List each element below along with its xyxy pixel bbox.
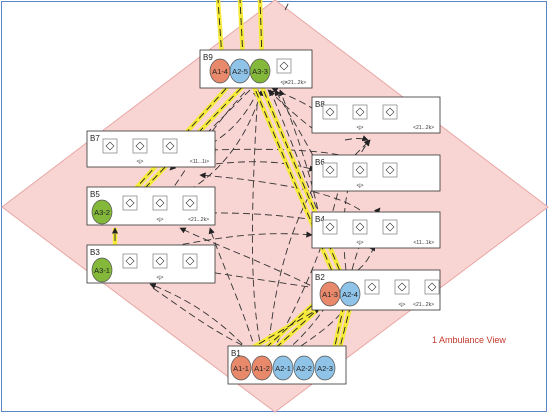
node-label: B2 xyxy=(315,273,325,282)
transition-icon[interactable] xyxy=(322,104,338,120)
transition-icon[interactable] xyxy=(382,104,398,120)
capacity-label: <21...2k> xyxy=(285,80,306,86)
transition-icon[interactable] xyxy=(132,138,148,154)
node-b4[interactable]: B4 <j> <11...1k> xyxy=(311,211,441,249)
ambulance-token xyxy=(293,355,315,381)
transition-icon[interactable] xyxy=(424,279,440,295)
capacity-label: <21...2k> xyxy=(413,125,434,131)
node-label: B4 xyxy=(315,215,325,224)
ambulance-token xyxy=(249,58,271,84)
ambulance-label: A3-3 xyxy=(252,67,268,76)
transition-label: <j> xyxy=(157,275,164,281)
transition-label: <j> xyxy=(357,125,364,131)
ambulance-token xyxy=(339,281,361,307)
ambulance-token xyxy=(314,355,336,381)
node-label: B8 xyxy=(315,100,325,109)
ambulance-a3-1[interactable]: A3-1 xyxy=(91,257,113,283)
transition-icon[interactable] xyxy=(352,162,368,178)
ambulance-label: A3-1 xyxy=(94,266,110,275)
node-b6[interactable]: B6 <j> xyxy=(311,154,441,192)
ambulance-a1-2[interactable]: A1-2 xyxy=(251,355,273,381)
ambulance-label: A3-2 xyxy=(94,208,110,217)
capacity-label: <21...2k> xyxy=(413,302,434,308)
transition-icon[interactable] xyxy=(364,279,380,295)
transition-label: <j> xyxy=(399,302,406,308)
transition-icon[interactable] xyxy=(322,162,338,178)
view-label: 1 Ambulance View xyxy=(432,335,506,345)
transition-icon[interactable] xyxy=(352,219,368,235)
ambulance-label: A1-1 xyxy=(233,364,249,373)
transition-icon[interactable] xyxy=(152,195,168,211)
ambulance-a2-1[interactable]: A2-1 xyxy=(272,355,294,381)
ambulance-label: A2-2 xyxy=(296,364,312,373)
node-label: B7 xyxy=(90,134,100,143)
transition-label: <j> xyxy=(357,240,364,246)
transition-label: <j> xyxy=(137,159,144,165)
transition-icon[interactable] xyxy=(322,219,338,235)
ambulance-a1-1[interactable]: A1-1 xyxy=(230,355,252,381)
ambulance-a2-4[interactable]: A2-4 xyxy=(339,281,361,307)
ambulance-a3-2[interactable]: A3-2 xyxy=(91,199,113,225)
node-label: B6 xyxy=(315,158,325,167)
ambulance-token xyxy=(91,257,113,283)
node-b8[interactable]: B8 <j> <21...2k> xyxy=(311,96,441,134)
ambulance-token xyxy=(230,355,252,381)
ambulance-label: A1-4 xyxy=(212,67,228,76)
ambulance-label: A1-3 xyxy=(322,290,338,299)
ambulance-a2-5[interactable]: A2-5 xyxy=(229,58,251,84)
transition-icon[interactable] xyxy=(394,279,410,295)
ambulance-token xyxy=(91,199,113,225)
node-label: B3 xyxy=(90,248,100,257)
node-label: B1 xyxy=(231,349,241,358)
transition-label: <j> xyxy=(157,217,164,223)
ambulance-label: A2-4 xyxy=(342,290,358,299)
transition-icon[interactable] xyxy=(122,195,138,211)
ambulance-a2-3[interactable]: A2-3 xyxy=(314,355,336,381)
ambulance-token xyxy=(251,355,273,381)
ambulance-a2-2[interactable]: A2-2 xyxy=(293,355,315,381)
ambulance-a3-3[interactable]: A3-3 xyxy=(249,58,271,84)
ambulance-label: A2-1 xyxy=(275,364,291,373)
ambulance-label: A2-3 xyxy=(317,364,333,373)
transition-icon[interactable] xyxy=(352,104,368,120)
node-b7[interactable]: B7 <j> <11...1i> xyxy=(86,130,216,168)
node-label: B5 xyxy=(90,190,100,199)
transition-icon[interactable] xyxy=(122,253,138,269)
capacity-label: <11...1k> xyxy=(414,240,435,246)
transition-icon[interactable] xyxy=(276,58,292,74)
ambulance-label: A1-2 xyxy=(254,364,270,373)
ambulance-token xyxy=(272,355,294,381)
transition-icon[interactable] xyxy=(162,138,178,154)
node-label: B9 xyxy=(203,53,213,62)
transition-icon[interactable] xyxy=(382,219,398,235)
capacity-label: <21...2k> xyxy=(188,217,209,223)
ambulance-label: A2-5 xyxy=(232,67,248,76)
transition-icon[interactable] xyxy=(102,138,118,154)
node-box xyxy=(86,130,216,168)
transition-label: <j> xyxy=(357,183,364,189)
capacity-label: <11...1i> xyxy=(190,159,209,165)
transition-icon[interactable] xyxy=(382,162,398,178)
ambulance-a1-3[interactable]: A1-3 xyxy=(319,281,341,307)
transition-label: <j> xyxy=(281,80,288,86)
transition-icon[interactable] xyxy=(152,253,168,269)
transition-icon[interactable] xyxy=(182,195,198,211)
ambulance-a1-4[interactable]: A1-4 xyxy=(209,58,231,84)
transition-icon[interactable] xyxy=(182,253,198,269)
